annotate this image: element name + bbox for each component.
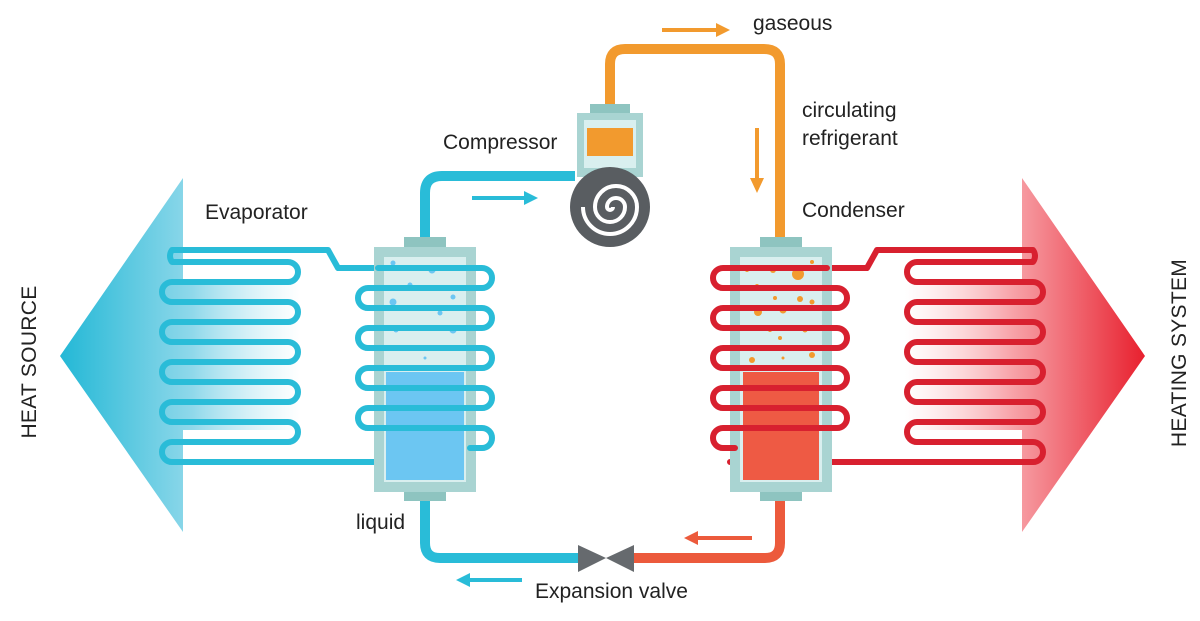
condenser-inner-coil <box>710 265 850 451</box>
gaseous-label: gaseous <box>753 12 832 35</box>
compressor <box>570 104 650 247</box>
heat-source-arrow <box>60 178 300 532</box>
condenser-coil <box>727 247 1046 465</box>
liquid-label: liquid <box>356 511 405 534</box>
compressor-label: Compressor <box>443 131 557 154</box>
spiral-icon <box>581 184 640 236</box>
refrigerant-label: refrigerant <box>802 127 898 150</box>
flow-arrow-return-blue <box>456 573 522 587</box>
warm-liquid-pipe <box>632 501 785 563</box>
cold-suction-pipe <box>420 171 575 237</box>
flow-arrow-suction <box>472 191 538 205</box>
evaporator-coil <box>159 247 473 465</box>
liquid-return-pipe <box>420 501 578 563</box>
expansion-valve <box>578 545 634 572</box>
evaporator-label: Evaporator <box>205 201 308 224</box>
circulating-label: circulating <box>802 99 897 122</box>
evaporator-inner-coil <box>355 265 495 451</box>
flow-arrow-gas <box>662 23 730 37</box>
heat-source-label: HEAT SOURCE <box>18 285 41 438</box>
flow-arrow-return-red <box>684 531 752 545</box>
heating-system-label: HEATING SYSTEM <box>1168 259 1191 447</box>
heating-system-arrow <box>905 178 1145 532</box>
expansion-valve-label: Expansion valve <box>535 580 688 603</box>
condenser-label: Condenser <box>802 199 905 222</box>
gas-discharge-pipe <box>605 44 785 237</box>
flow-arrow-down <box>750 128 764 193</box>
